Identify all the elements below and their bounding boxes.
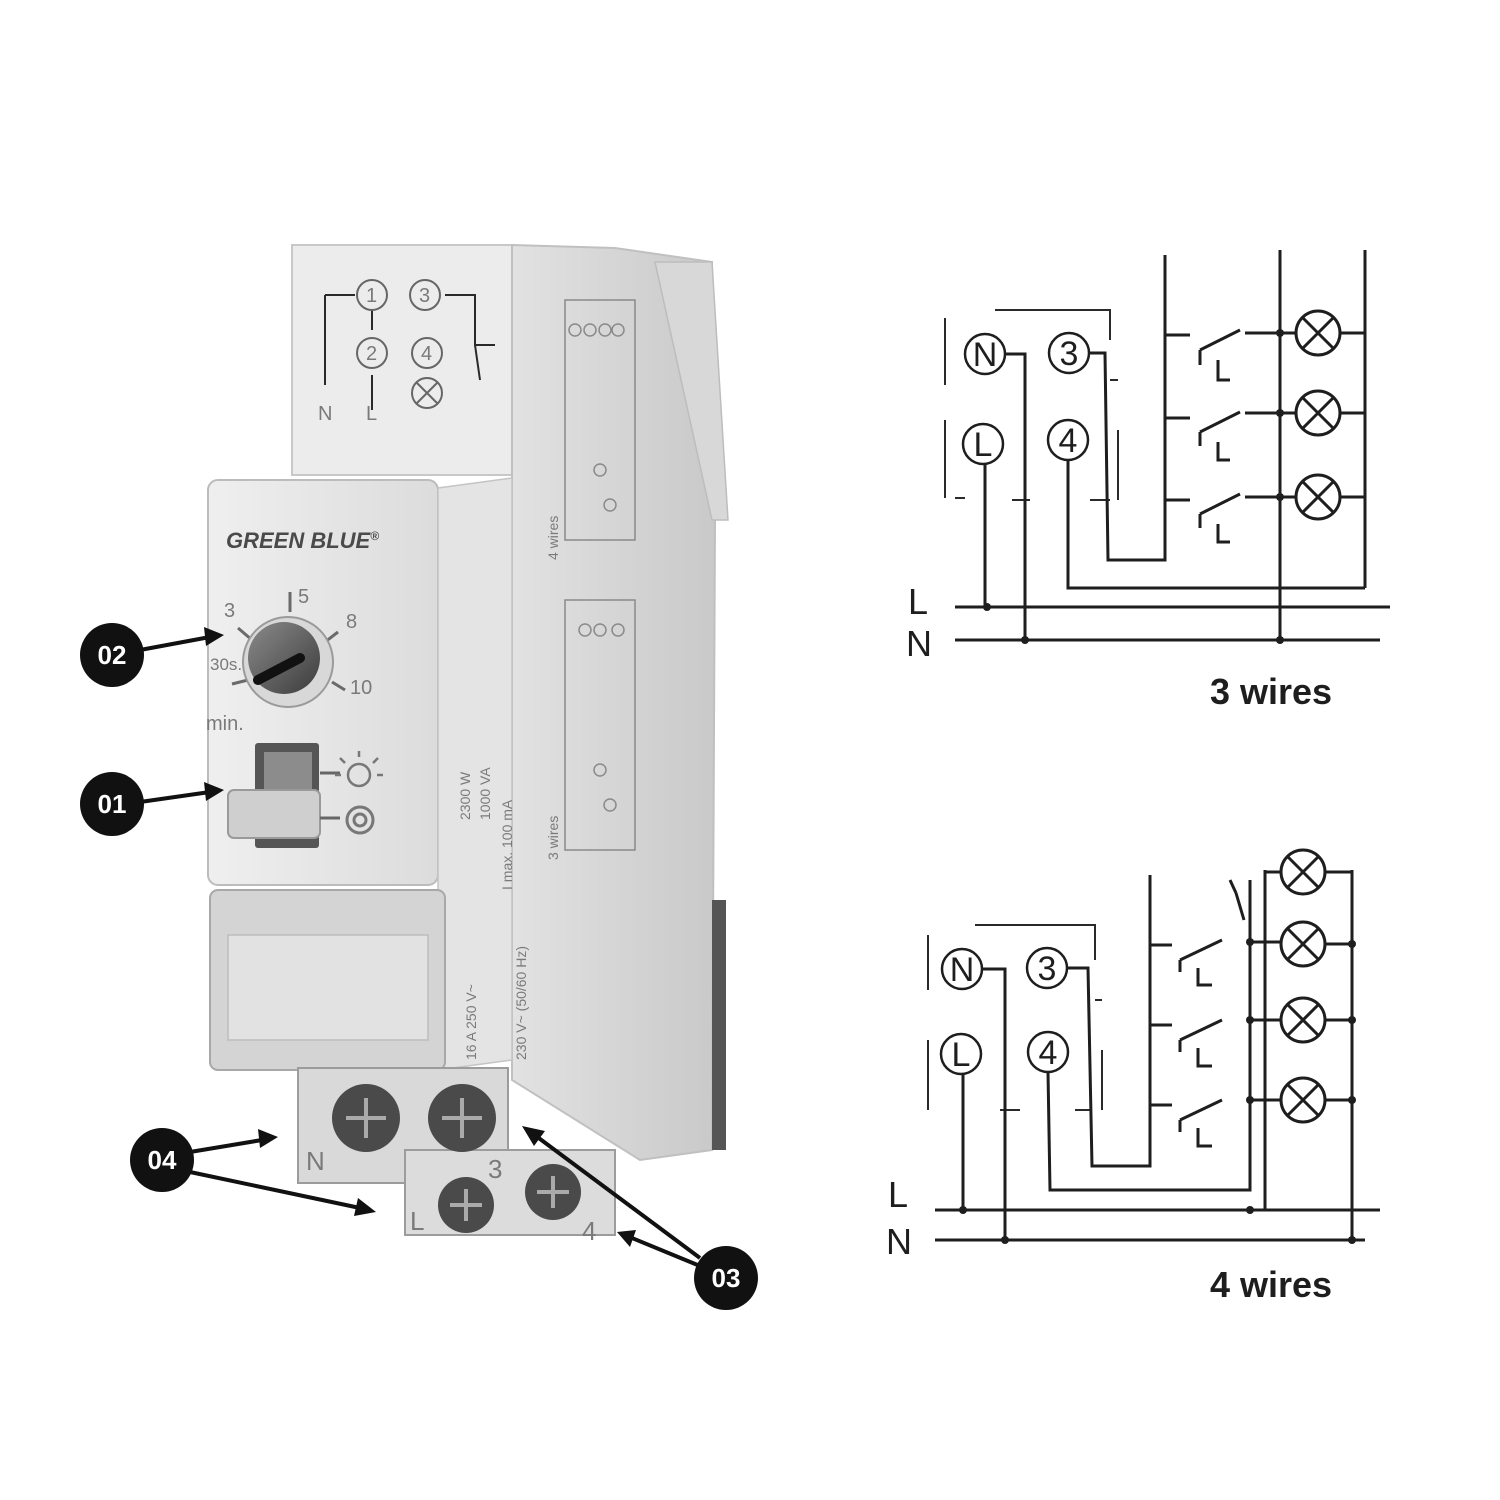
callout-03: 03: [522, 1126, 758, 1310]
diagram3-lamp-icon: [1294, 389, 1365, 437]
device-side-panel: [511, 243, 717, 1162]
device-front-bevel: [437, 477, 513, 1071]
time-dial[interactable]: 3 5 8 30s. 10: [210, 586, 372, 708]
terminal-label-n: N: [306, 1146, 325, 1176]
dial-mark-30s: 30s.: [210, 655, 242, 674]
diagram4-terminal-l-label: L: [952, 1036, 971, 1074]
diagram3-bus-l: L: [908, 581, 928, 622]
diagram4-lamp-icon: [1279, 1076, 1352, 1124]
mode-switch[interactable]: [227, 743, 340, 848]
auto-mode-icon: [345, 805, 375, 835]
diagram3-terminal-3-label: 3: [1060, 335, 1079, 373]
terminal-label-l: L: [410, 1206, 424, 1236]
dial-mark-3: 3: [224, 600, 235, 622]
terminal-label-3: 3: [488, 1154, 502, 1184]
diagram4-bus-l: L: [888, 1174, 908, 1215]
timer-device: 1 3 2 4 N L GREEN BLUE® 3 5 8 30s. 10 mi…: [206, 243, 729, 1246]
diagram3-terminal-l: [961, 422, 1005, 466]
side-variant-4-wires: 4 wires: [545, 516, 561, 560]
side-spec-text: 2300 W 1000 VA I max. 100 mA 16 A 250 V~…: [457, 767, 529, 1060]
callout-01: 01: [80, 772, 224, 836]
callout-01-label: 01: [98, 789, 127, 819]
side-schematics: [564, 299, 636, 851]
diagram4-terminal-l: [939, 1032, 983, 1076]
device-side-ridge: [654, 261, 729, 521]
diagram3-lamp-icon: [1294, 309, 1365, 357]
callouts: 02 01 04 03: [80, 623, 758, 1310]
top-terminal-1: 1: [366, 285, 377, 307]
top-terminal-schematic: 1 3 2 4 N L: [318, 279, 495, 425]
diagram3-terminal-l-label: L: [974, 426, 993, 464]
callout-04-label: 04: [148, 1145, 177, 1175]
diagram4-bus-n: N: [886, 1221, 912, 1262]
callout-04: 04: [130, 1128, 376, 1216]
top-bus-n: N: [318, 403, 332, 425]
spec-rating: 16 A 250 V~: [463, 984, 479, 1060]
spec-supply: 230 V~ (50/60 Hz): [513, 946, 529, 1060]
terminal-block: N 3 L 4: [297, 1067, 616, 1246]
side-wiring-variant-labels: 4 wires 3 wires: [545, 516, 561, 860]
diagram4-lamp-icon: [1279, 996, 1352, 1044]
diagram4-lamp-icon: [1279, 848, 1352, 896]
diagram4-caption: 4 wires: [1210, 1264, 1332, 1305]
dial-unit-label: min.: [206, 713, 244, 735]
top-bus-l: L: [366, 403, 377, 425]
wiring-diagram-3-wires: N 3 L 4: [906, 250, 1390, 712]
side-variant-3-wires: 3 wires: [545, 816, 561, 860]
top-terminal-2: 2: [366, 343, 377, 365]
spec-power-w: 2300 W: [457, 771, 473, 820]
dial-mark-5: 5: [298, 586, 309, 608]
wiring-diagram-4-wires: N 3 L 4: [886, 848, 1380, 1305]
spec-imax: I max. 100 mA: [499, 799, 515, 890]
diagram3-terminal-4-label: 4: [1059, 422, 1078, 460]
diagram3-terminal-n-label: N: [973, 336, 998, 374]
diagram3-caption: 3 wires: [1210, 671, 1332, 712]
callout-03-label: 03: [712, 1263, 741, 1293]
spec-power-va: 1000 VA: [477, 767, 493, 820]
top-terminal-4: 4: [421, 343, 432, 365]
diagram3-bus-n: N: [906, 623, 932, 664]
brand-logo: GREEN BLUE®: [226, 528, 379, 553]
callout-02-label: 02: [98, 640, 127, 670]
diagram3-lamp-icon: [1294, 473, 1365, 521]
dial-mark-10: 10: [350, 677, 372, 699]
top-terminal-3: 3: [419, 285, 430, 307]
dial-pointer: [253, 653, 305, 685]
dial-mark-8: 8: [346, 611, 357, 633]
callout-02: 02: [80, 623, 224, 687]
diagram4-lamp-icon: [1279, 920, 1352, 968]
diagram4-terminal-n-label: N: [950, 951, 975, 989]
diagram4-terminal-3-label: 3: [1038, 950, 1057, 988]
din-clip: [712, 900, 726, 1150]
terminal-label-4: 4: [582, 1216, 596, 1246]
bulb-on-icon: [335, 751, 383, 788]
diagram4-terminal-4-label: 4: [1039, 1034, 1058, 1072]
